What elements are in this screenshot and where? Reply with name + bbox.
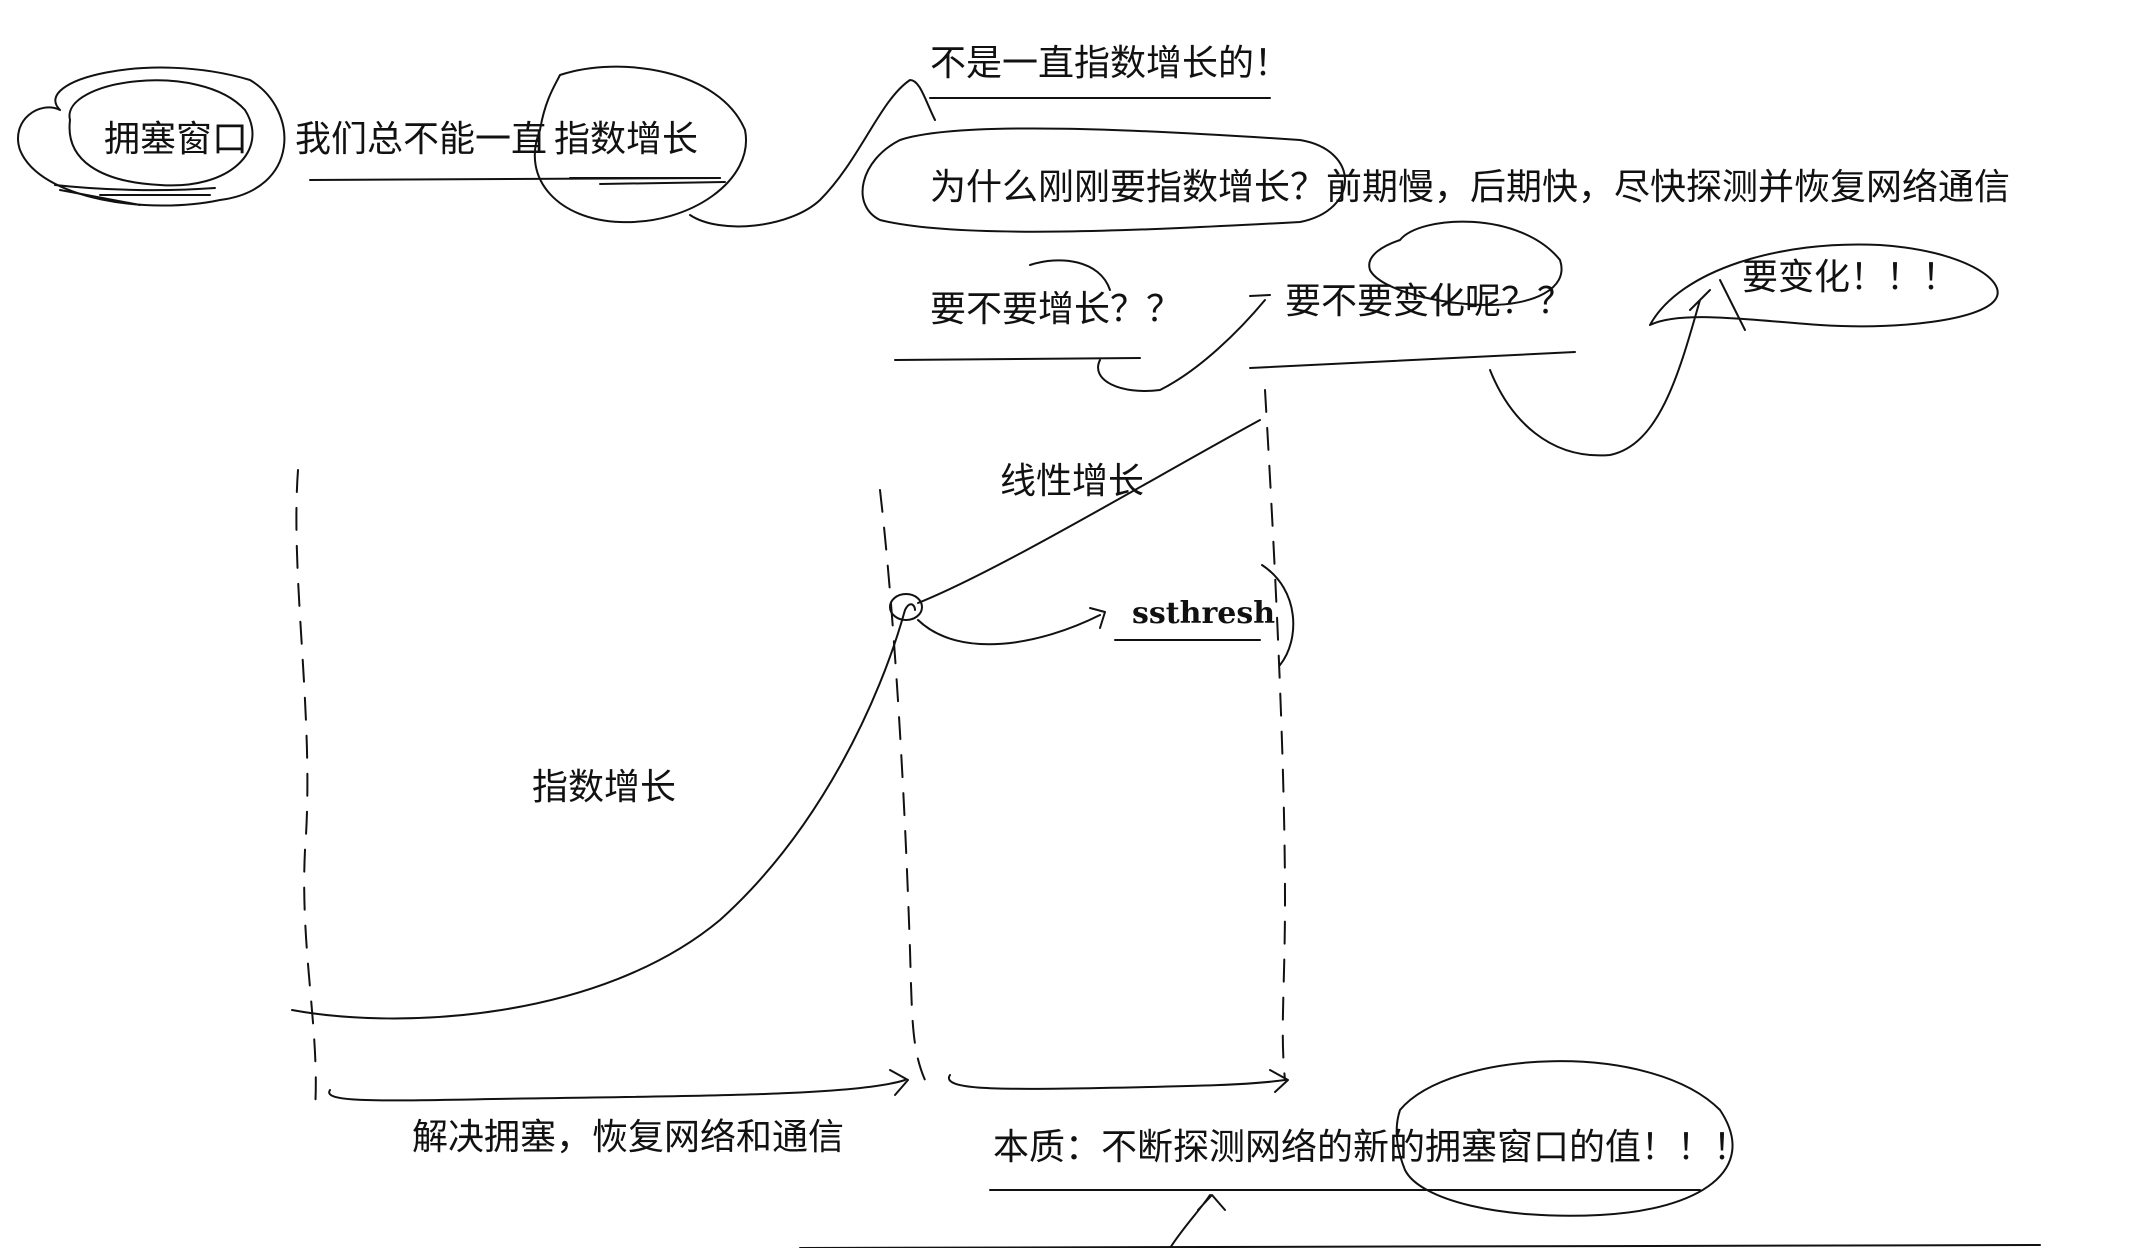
- ssthresh-arrow: [917, 607, 1106, 646]
- brace-right: [947, 1069, 1289, 1093]
- why-circle: [861, 127, 1346, 233]
- label-linear-growth: 线性增长: [1000, 461, 1145, 502]
- label-cannot-always: 我们总不能一直: [295, 119, 548, 160]
- cwnd-circle-inner: [68, 79, 254, 187]
- essence-circle: [1395, 1060, 1734, 1217]
- label-cwnd: 拥塞窗口: [104, 119, 249, 160]
- label-essence: 本质：不断探测网络的新的拥塞窗口的值！！！: [993, 1127, 1750, 1168]
- label-ssthresh: ssthresh: [1132, 596, 1276, 631]
- label-exp-growth-top: 指数增长: [554, 119, 699, 160]
- must-change-circle: [1649, 243, 1999, 328]
- exp-curve: [291, 603, 916, 1020]
- cwnd-scribble: [54, 184, 216, 206]
- underline-grow: [894, 357, 1141, 361]
- cwnd-circle: [17, 66, 286, 207]
- essence-arrow: [1169, 1194, 1226, 1248]
- connector-top: [689, 79, 936, 228]
- guide-mid: [879, 489, 926, 1081]
- label-grow-or-not: 要不要增长？？: [930, 289, 1183, 330]
- label-resolve: 解决拥塞，恢复网络和通信: [412, 1117, 845, 1158]
- change-circle: [1368, 220, 1563, 306]
- label-exp-growth: 指数增长: [532, 767, 677, 808]
- linear-line: [917, 419, 1261, 604]
- exp-top-circle: [533, 65, 748, 224]
- connector-change: [1489, 289, 1711, 457]
- connector-grow: [1097, 294, 1271, 392]
- exp-top-scribble: [569, 177, 726, 185]
- label-not-always-exp: 不是一直指数增长的！: [930, 43, 1291, 84]
- label-why-exp: 为什么刚刚要指数增长？前期慢，后期快，尽快探测并恢复网络通信: [930, 167, 2011, 208]
- must-change-tick: [1719, 279, 1746, 331]
- brace-left: [328, 1069, 909, 1102]
- label-change-or-not: 要不要变化呢？？: [1285, 281, 1574, 322]
- guide-right: [1264, 389, 1286, 1081]
- label-must-change: 要变化！！！: [1742, 257, 1959, 298]
- grow-scribble: [1029, 259, 1111, 291]
- ssthresh-point: [889, 593, 923, 621]
- underline-change: [1249, 351, 1576, 369]
- ssthresh-bracket: [1261, 564, 1295, 666]
